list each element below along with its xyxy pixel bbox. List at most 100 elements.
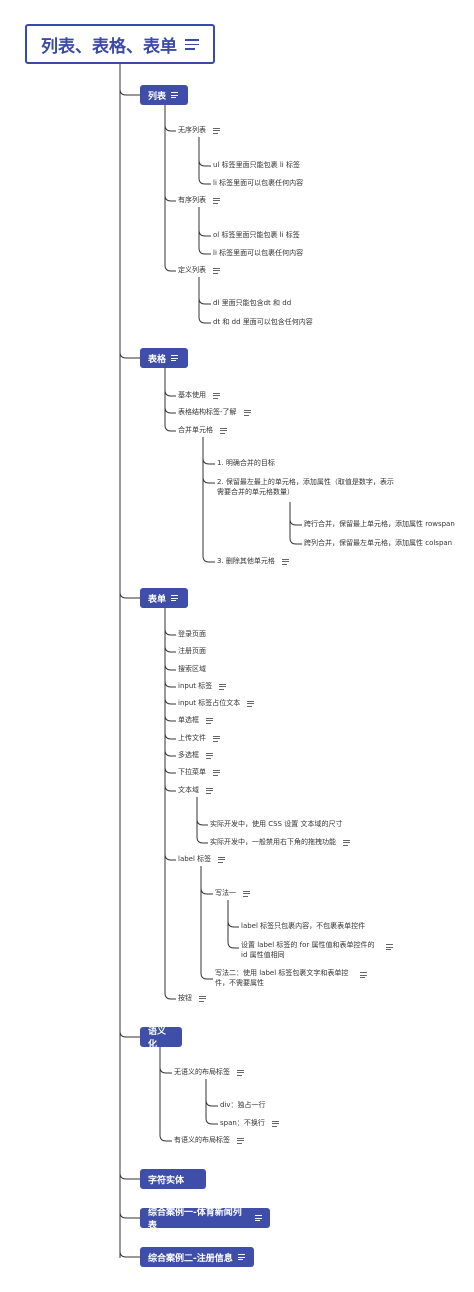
leaf-note[interactable]: 2. 保留最左最上的单元格，添加属性（取值是数字，表示需要合并的单元格数量）: [217, 478, 395, 497]
notes-icon[interactable]: [206, 787, 214, 794]
notes-icon[interactable]: [199, 995, 207, 1002]
leaf-note[interactable]: ul 标签里面只能包裹 li 标签: [213, 161, 300, 171]
topic-lists[interactable]: 列表: [140, 85, 188, 105]
notes-icon[interactable]: [237, 1069, 245, 1076]
topic-case-two[interactable]: 综合案例二-注册信息: [140, 1247, 254, 1267]
leaf-label: 跨列合并，保留最左单元格，添加属性 colspan: [304, 539, 453, 547]
topic-forms[interactable]: 表单: [140, 588, 188, 608]
topic-semantics[interactable]: 语义化: [140, 1027, 182, 1050]
subtopic-non-semantic-tags[interactable]: 无语义的布局标签: [174, 1068, 245, 1078]
leaf-note[interactable]: dl 里面只能包含dt 和 dd: [213, 299, 291, 309]
leaf-note[interactable]: 1. 明确合并的目标: [217, 459, 275, 469]
notes-icon[interactable]: [255, 1215, 263, 1221]
subtopic-merge-cells[interactable]: 合并单元格: [178, 426, 228, 436]
notes-icon[interactable]: [213, 769, 221, 776]
notes-icon[interactable]: [213, 127, 221, 134]
leaf-label: label 标签只包裹内容，不包裹表单控件: [241, 922, 366, 930]
subtopic-label: 注册页面: [178, 647, 206, 655]
subtopic-label: 下拉菜单: [178, 768, 206, 776]
subtopic-label: 无序列表: [178, 126, 206, 134]
subtopic-unordered-list[interactable]: 无序列表: [178, 126, 221, 136]
notes-icon[interactable]: [237, 1254, 245, 1260]
subtopic-form-item[interactable]: input 标签: [178, 682, 227, 692]
notes-icon[interactable]: [213, 735, 221, 742]
notes-icon[interactable]: [247, 700, 255, 707]
subtopic-semantic-tags[interactable]: 有语义的布局标签: [174, 1136, 245, 1146]
subtopic-label: input 标签占位文本: [178, 699, 241, 707]
notes-icon[interactable]: [171, 355, 179, 361]
subtopic-label-tag[interactable]: label 标签: [178, 855, 226, 865]
leaf-note[interactable]: 跨行合并，保留最上单元格，添加属性 rowspan: [304, 520, 455, 530]
notes-icon[interactable]: [213, 267, 221, 274]
leaf-note[interactable]: dt 和 dd 里面可以包含任何内容: [213, 318, 313, 328]
subtopic-label: 定义列表: [178, 266, 206, 274]
leaf-label: ol 标签里面只能包裹 li 标签: [213, 231, 300, 239]
notes-icon[interactable]: [206, 752, 214, 759]
subtopic-form-item[interactable]: input 标签占位文本: [178, 699, 255, 709]
notes-icon[interactable]: [185, 39, 199, 50]
subtopic-form-item[interactable]: 多选框: [178, 751, 214, 761]
notes-icon[interactable]: [206, 717, 214, 724]
leaf-note[interactable]: 跨列合并，保留最左单元格，添加属性 colspan: [304, 539, 452, 549]
notes-icon[interactable]: [282, 558, 290, 565]
topic-character-entities[interactable]: 字符实体: [140, 1169, 206, 1189]
notes-icon[interactable]: [386, 944, 393, 950]
notes-icon[interactable]: [171, 92, 179, 98]
subtopic-label: 多选框: [178, 751, 199, 759]
leaf-note[interactable]: 设置 label 标签的 for 属性值和表单控件的 id 属性值相同: [241, 941, 382, 960]
notes-icon[interactable]: [219, 683, 227, 690]
leaf-label: 3. 删除其他单元格: [217, 557, 275, 565]
subtopic-label: 上传文件: [178, 734, 206, 742]
leaf-note[interactable]: 实际开发中，使用 CSS 设置 文本域的尺寸: [210, 820, 342, 830]
topic-case-one[interactable]: 综合案例一-体育新闻列表: [140, 1208, 270, 1231]
notes-icon[interactable]: [213, 392, 221, 399]
subtopic-form-item[interactable]: 注册页面: [178, 647, 206, 657]
leaf-note[interactable]: li 标签里面可以包裹任何内容: [213, 179, 303, 189]
leaf-note[interactable]: ol 标签里面只能包裹 li 标签: [213, 231, 300, 241]
subtopic-form-item[interactable]: 登录页面: [178, 630, 206, 640]
subtopic-button[interactable]: 按钮: [178, 994, 207, 1004]
leaf-label: dl 里面只能包含dt 和 dd: [213, 299, 292, 307]
subtopic-form-item[interactable]: 文本域: [178, 786, 214, 796]
leaf-note[interactable]: 写法二：使用 label 标签包裹文字和表单控件，不需要属性: [215, 969, 355, 988]
notes-icon[interactable]: [213, 197, 221, 204]
subtopic-basic-usage[interactable]: 基本使用: [178, 391, 221, 401]
leaf-note[interactable]: div：独占一行: [220, 1101, 266, 1111]
notes-icon[interactable]: [218, 856, 226, 863]
leaf-label: 设置 label 标签的 for 属性值和表单控件的 id 属性值相同: [241, 941, 375, 959]
notes-icon[interactable]: [243, 409, 251, 416]
notes-icon[interactable]: [343, 839, 351, 846]
leaf-note[interactable]: label 标签只包裹内容，不包裹表单控件: [241, 922, 365, 932]
subtopic-ordered-list[interactable]: 有序列表: [178, 196, 221, 206]
subtopic-label: 搜索区域: [178, 665, 206, 673]
notes-icon[interactable]: [171, 595, 179, 601]
notes-icon[interactable]: [237, 1137, 245, 1144]
subtopic-form-item[interactable]: 下拉菜单: [178, 768, 221, 778]
topic-tables-label: 表格: [148, 354, 167, 365]
notes-icon[interactable]: [243, 890, 251, 897]
topic-tables[interactable]: 表格: [140, 348, 188, 368]
subtopic-form-item[interactable]: 搜索区域: [178, 665, 206, 675]
notes-icon[interactable]: [220, 427, 228, 434]
leaf-label: span：不换行: [220, 1119, 265, 1127]
topic-entities-label: 字符实体: [148, 1175, 185, 1186]
subtopic-label: 有序列表: [178, 196, 206, 204]
subtopic-label: 有语义的布局标签: [174, 1136, 230, 1144]
leaf-note[interactable]: 3. 删除其他单元格: [217, 557, 290, 567]
root-topic[interactable]: 列表、表格、表单: [25, 24, 215, 64]
subtopic-label: 按钮: [178, 994, 192, 1002]
subtopic-table-structure[interactable]: 表格结构标签-了解: [178, 408, 251, 418]
subtopic-form-item[interactable]: 单选框: [178, 716, 214, 726]
leaf-note[interactable]: 实际开发中，一般禁用右下角的拖拽功能: [210, 838, 351, 848]
leaf-label: 实际开发中，使用 CSS 设置 文本域的尺寸: [210, 820, 343, 828]
leaf-note[interactable]: span：不换行: [220, 1119, 280, 1129]
subtopic-form-item[interactable]: 上传文件: [178, 734, 221, 744]
subtopic-definition-list[interactable]: 定义列表: [178, 266, 221, 276]
subtopic-label: 合并单元格: [178, 426, 213, 434]
notes-icon[interactable]: [360, 972, 367, 978]
leaf-note[interactable]: 写法一: [215, 889, 251, 899]
notes-icon[interactable]: [272, 1120, 280, 1127]
topic-lists-label: 列表: [148, 91, 167, 102]
leaf-label: 写法二：使用 label 标签包裹文字和表单控件，不需要属性: [215, 969, 349, 987]
leaf-note[interactable]: li 标签里面可以包裹任何内容: [213, 249, 303, 259]
